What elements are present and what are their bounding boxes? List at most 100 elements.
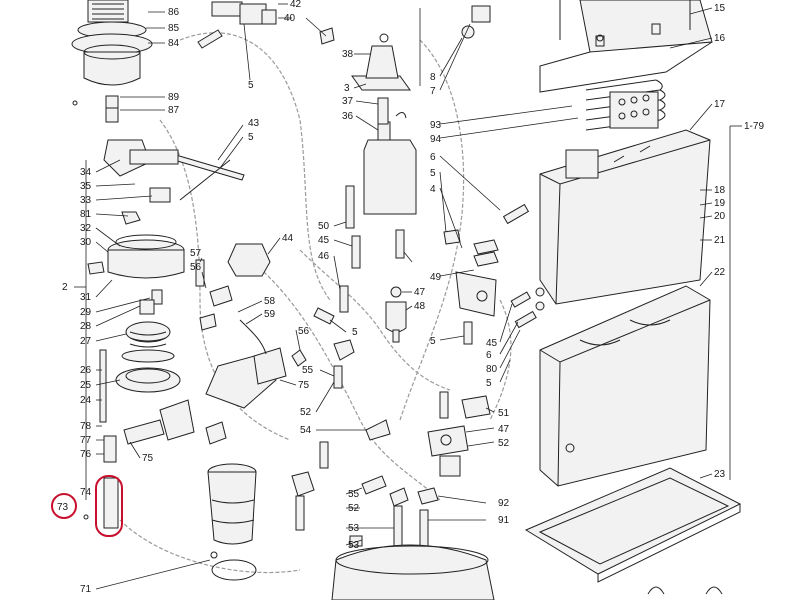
callout-57: 57 — [190, 248, 202, 259]
callout-52-center: 52 — [300, 407, 312, 418]
callout-78: 78 — [80, 421, 92, 432]
callout-56-center: 56 — [298, 326, 310, 337]
callout-25: 25 — [80, 380, 92, 391]
tank-lid — [539, 0, 713, 93]
callout-5-upper: 5 — [430, 168, 436, 179]
callout-71: 71 — [80, 584, 92, 595]
center-tubes — [313, 185, 391, 469]
callout-16: 16 — [714, 33, 726, 44]
callout-91: 91 — [498, 515, 510, 526]
callout-80: 80 — [486, 364, 498, 375]
filter-assembly — [385, 229, 413, 343]
callout-44: 44 — [282, 233, 294, 244]
callout-7: 7 — [430, 86, 436, 97]
callout-84: 84 — [168, 38, 180, 49]
callout-33: 33 — [80, 195, 92, 206]
bottom-center-parts — [291, 471, 495, 600]
callout-48: 48 — [414, 301, 426, 312]
callout-73[interactable]: 73 — [57, 502, 69, 513]
brew-group-upper-leaders — [95, 159, 153, 298]
callout-32: 32 — [80, 223, 92, 234]
callout-30: 30 — [80, 237, 92, 248]
callout-45-center: 45 — [318, 235, 330, 246]
callout-34: 34 — [80, 167, 92, 178]
bottom-center-leaders — [345, 487, 487, 546]
callout-27: 27 — [80, 336, 92, 347]
callout-92: 92 — [498, 498, 510, 509]
callout-94: 94 — [430, 134, 442, 145]
callout-2: 2 — [62, 282, 68, 293]
callout-19: 19 — [714, 198, 726, 209]
callout-21: 21 — [714, 235, 726, 246]
callout-52-bottom: 52 — [348, 503, 360, 514]
callout-77: 77 — [80, 435, 92, 446]
callout-37: 37 — [342, 96, 354, 107]
callout-5-rod: 5 — [248, 132, 254, 143]
callout-22: 22 — [714, 267, 726, 278]
callout-38: 38 — [342, 49, 354, 60]
callout-36: 36 — [342, 111, 354, 122]
valve-top-group — [197, 1, 417, 215]
callout-6-lower: 6 — [486, 350, 492, 361]
lower-left-leaders — [95, 441, 211, 590]
callout-74: 74 — [80, 487, 92, 498]
pump-group — [427, 391, 495, 477]
bottom-right-fittings — [647, 586, 723, 595]
tank-body — [539, 129, 711, 305]
callout-81: 81 — [80, 209, 92, 220]
callout-3: 3 — [344, 83, 350, 94]
callout-85: 85 — [168, 23, 180, 34]
callout-45-right: 45 — [486, 338, 498, 349]
tank-leaders — [669, 7, 742, 480]
callout-35: 35 — [80, 181, 92, 192]
callout-49: 49 — [430, 272, 442, 283]
callout-4: 4 — [430, 184, 436, 195]
callout-54: 54 — [300, 425, 312, 436]
right-center-leaders — [439, 23, 579, 341]
tank-grid-tray — [524, 467, 742, 583]
callout-26: 26 — [80, 365, 92, 376]
callout-31: 31 — [80, 292, 92, 303]
callout-8: 8 — [430, 72, 436, 83]
brew-group-lower — [99, 289, 181, 423]
callout-55-bottom: 55 — [348, 489, 360, 500]
callout-53-b: 53 — [348, 540, 360, 551]
callout-18: 18 — [714, 185, 726, 196]
callout-17: 17 — [714, 99, 726, 110]
right-fittings — [499, 287, 545, 383]
callout-5-center: 5 — [352, 327, 358, 338]
callout-5-lower: 5 — [486, 378, 492, 389]
callout-43: 43 — [248, 118, 260, 129]
callout-28: 28 — [80, 321, 92, 332]
callout-56-left: 56 — [190, 262, 202, 273]
callout-1-79: 1-79 — [744, 121, 764, 132]
highlighted-part-73[interactable] — [51, 475, 123, 537]
callout-6-upper: 6 — [430, 152, 436, 163]
callout-15: 15 — [714, 3, 726, 14]
heating-coil — [585, 34, 666, 131]
callout-75-left: 75 — [142, 453, 154, 464]
callout-53-a: 53 — [348, 523, 360, 534]
right-center-parts — [443, 5, 530, 345]
boiler-top-assembly — [71, 0, 153, 123]
rod-assembly — [173, 124, 245, 201]
callout-51: 51 — [498, 408, 510, 419]
callout-75-center: 75 — [298, 380, 310, 391]
valve-top-leaders — [243, 3, 421, 131]
callout-47-pump: 47 — [498, 424, 510, 435]
callout-50: 50 — [318, 221, 330, 232]
callout-59: 59 — [264, 309, 276, 320]
callout-58: 58 — [264, 296, 276, 307]
callout-29: 29 — [80, 307, 92, 318]
callout-24: 24 — [80, 395, 92, 406]
callout-5-mid: 5 — [430, 336, 436, 347]
center-tubes-leaders — [315, 221, 366, 431]
brew-group-upper — [87, 139, 185, 279]
center-left-leaders — [199, 237, 301, 386]
callout-46: 46 — [318, 251, 330, 262]
boiler-top-leaders — [120, 11, 165, 111]
callout-55-center: 55 — [302, 365, 314, 376]
callout-87: 87 — [168, 105, 180, 116]
lower-left-parts — [83, 399, 257, 581]
